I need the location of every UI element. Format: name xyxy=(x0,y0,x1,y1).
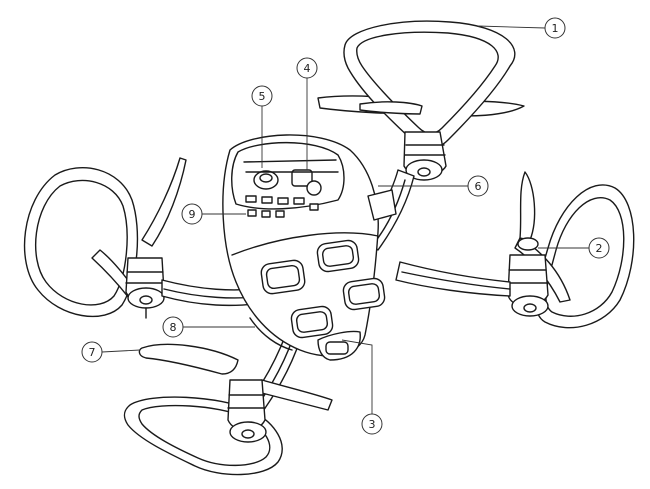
callout-7: 7 xyxy=(81,341,103,363)
callout-2: 2 xyxy=(588,237,610,259)
rotor-top-right xyxy=(317,20,525,181)
callout-6: 6 xyxy=(467,175,489,197)
leader-line xyxy=(341,339,373,414)
svg-text:4: 4 xyxy=(304,62,311,75)
spare-propeller xyxy=(138,343,239,375)
camera xyxy=(291,169,313,187)
svg-text:7: 7 xyxy=(89,346,96,359)
svg-text:3: 3 xyxy=(369,418,376,431)
svg-text:2: 2 xyxy=(596,242,603,255)
landing-leg xyxy=(249,317,293,351)
rotor-bottom-left xyxy=(123,379,333,476)
callout-3: 3 xyxy=(361,413,383,435)
propeller-blade xyxy=(257,379,333,411)
svg-text:6: 6 xyxy=(475,180,482,193)
propeller-guard-inner xyxy=(34,179,128,306)
propeller-blade xyxy=(141,157,187,247)
leader-line xyxy=(101,349,141,353)
drone-body xyxy=(222,134,386,361)
leader-line xyxy=(477,25,546,29)
arm-bracket xyxy=(367,189,397,221)
rotor-left xyxy=(23,157,187,319)
svg-text:1: 1 xyxy=(552,22,559,35)
svg-text:9: 9 xyxy=(189,208,196,221)
callout-1: 1 xyxy=(544,17,566,39)
callout-8: 8 xyxy=(162,316,184,338)
propeller-guard-inner xyxy=(356,31,499,135)
motor-arm-right xyxy=(395,261,511,297)
svg-text:8: 8 xyxy=(170,321,177,334)
callout-4: 4 xyxy=(296,57,318,79)
callout-5: 5 xyxy=(251,85,273,107)
callout-9: 9 xyxy=(181,203,203,225)
svg-text:5: 5 xyxy=(259,90,266,103)
propeller-blade xyxy=(519,171,536,241)
rotor-right xyxy=(507,171,635,329)
propeller-blade xyxy=(359,101,423,115)
